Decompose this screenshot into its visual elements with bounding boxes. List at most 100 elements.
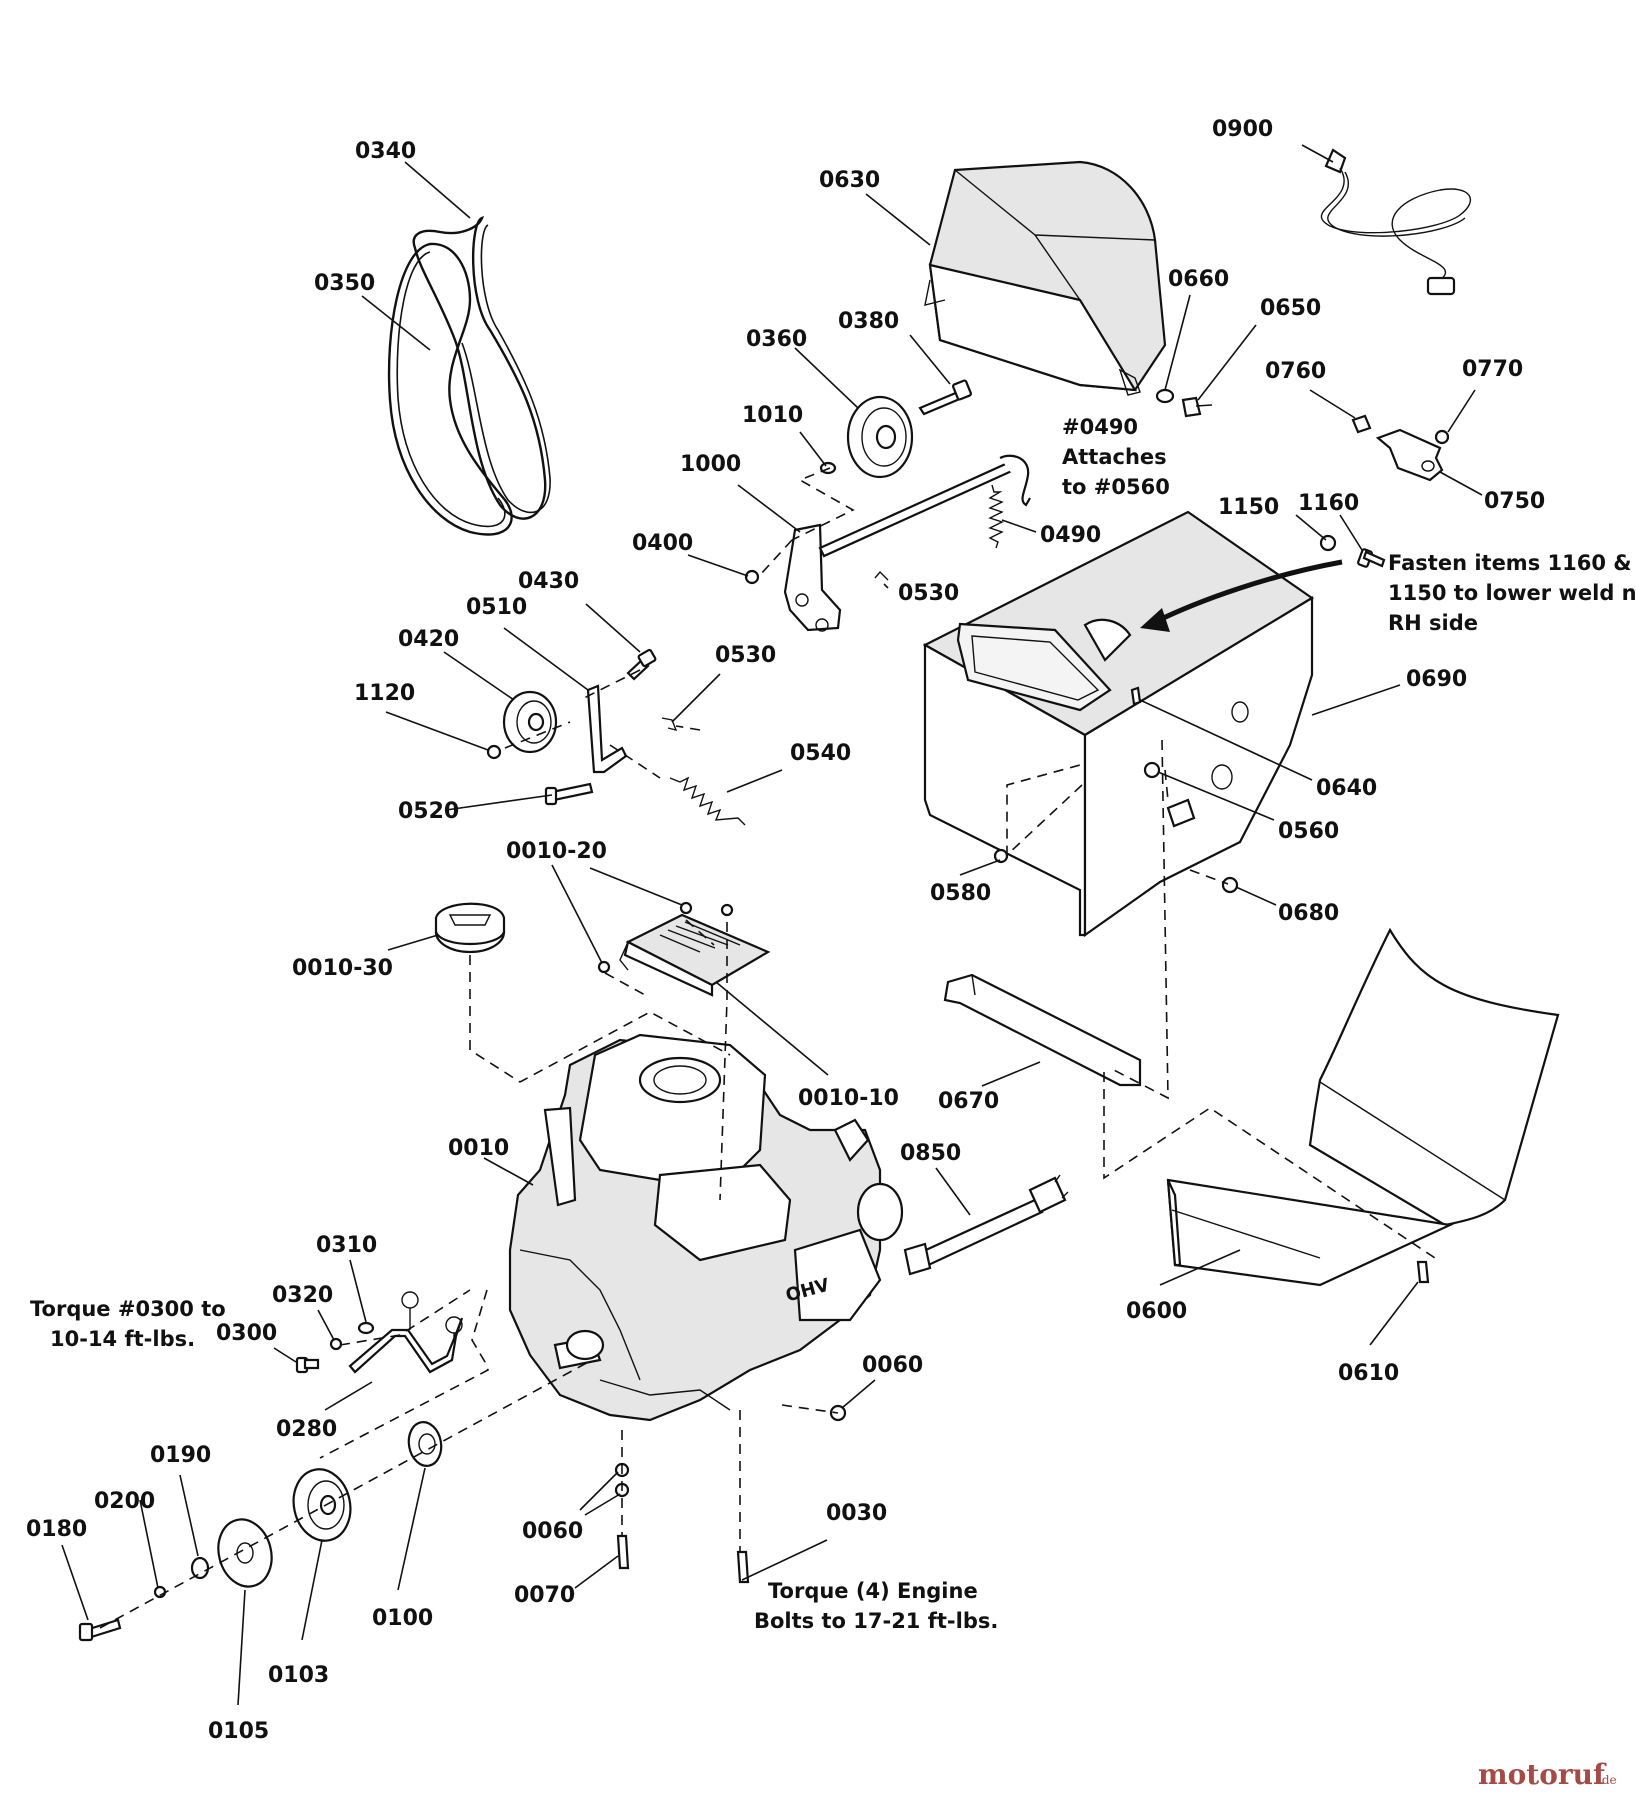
fasten-arrow bbox=[1140, 559, 1343, 632]
svg-text:RH side: RH side bbox=[1388, 611, 1478, 635]
idler-pulley-0420 bbox=[502, 690, 558, 754]
callout-0430: 0430 bbox=[518, 569, 579, 594]
nut-1120 bbox=[486, 744, 502, 760]
assembly-lines bbox=[99, 467, 1436, 1629]
shoulder-bolt-0380 bbox=[918, 379, 972, 416]
svg-text:10-14 ft-lbs.: 10-14 ft-lbs. bbox=[50, 1327, 195, 1351]
pulley-0103 bbox=[292, 1468, 352, 1542]
callout-0060-lower: 0060 bbox=[522, 1519, 583, 1544]
callout-0520: 0520 bbox=[398, 799, 459, 824]
callout-0030: 0030 bbox=[826, 1501, 887, 1526]
screw-0010-20b bbox=[720, 903, 734, 917]
washer-0190 bbox=[190, 1556, 210, 1580]
callout-0060-upper: 0060 bbox=[862, 1353, 923, 1378]
callout-0350: 0350 bbox=[314, 271, 375, 296]
leader-lines bbox=[61, 144, 1483, 1706]
callout-0850: 0850 bbox=[900, 1141, 961, 1166]
bolt-0650 bbox=[1181, 396, 1213, 418]
engine-0010: OHV bbox=[508, 1033, 904, 1422]
callout-0900: 0900 bbox=[1212, 117, 1273, 142]
svg-text:Fasten items 1160 &: Fasten items 1160 & bbox=[1388, 551, 1632, 575]
callout-0770: 0770 bbox=[1462, 357, 1523, 382]
callout-0540: 0540 bbox=[790, 741, 851, 766]
spring-0540 bbox=[669, 776, 746, 826]
bolt-0030 bbox=[736, 1550, 750, 1584]
callout-0560: 0560 bbox=[1278, 819, 1339, 844]
callout-0010: 0010 bbox=[448, 1136, 509, 1161]
idler-bracket-0510 bbox=[586, 684, 628, 774]
frame-0690 bbox=[922, 510, 1315, 938]
callout-0280: 0280 bbox=[276, 1417, 337, 1442]
callout-0103: 0103 bbox=[268, 1663, 329, 1688]
callout-0300: 0300 bbox=[216, 1321, 277, 1346]
svg-text:Torque #0300 to: Torque #0300 to bbox=[30, 1297, 226, 1321]
callout-0340: 0340 bbox=[355, 139, 416, 164]
washer-0660 bbox=[1155, 388, 1175, 404]
washer-0310 bbox=[357, 1321, 375, 1335]
callout-0200: 0200 bbox=[94, 1489, 155, 1514]
callout-0380: 0380 bbox=[838, 309, 899, 334]
pin-0530a bbox=[874, 570, 889, 581]
note-torque-0300: Torque #0300 to 10-14 ft-lbs. bbox=[30, 1297, 226, 1351]
note-fasten: Fasten items 1160 & 1150 to lower weld n… bbox=[1388, 551, 1636, 635]
shoulder-bolt-0520 bbox=[544, 782, 594, 806]
callout-0680: 0680 bbox=[1278, 901, 1339, 926]
callout-0600: 0600 bbox=[1126, 1299, 1187, 1324]
callout-1010: 1010 bbox=[742, 403, 803, 428]
nut-0580 bbox=[993, 848, 1009, 864]
nut-0400 bbox=[744, 569, 760, 585]
callout-0320: 0320 bbox=[272, 1283, 333, 1308]
callout-0660: 0660 bbox=[1168, 267, 1229, 292]
callout-0640: 0640 bbox=[1316, 776, 1377, 801]
bracket-0280 bbox=[348, 1291, 464, 1374]
pulley-0105 bbox=[217, 1518, 273, 1588]
callout-0420: 0420 bbox=[398, 627, 459, 652]
callout-0650: 0650 bbox=[1260, 296, 1321, 321]
callout-0190: 0190 bbox=[150, 1443, 211, 1468]
bolt-0760 bbox=[1351, 414, 1372, 434]
bolt-0680 bbox=[1221, 876, 1239, 894]
bolt-1160 bbox=[1357, 548, 1386, 568]
fuel-cap-0010-30 bbox=[434, 902, 506, 954]
screw-0610 bbox=[1416, 1260, 1430, 1284]
bolt-0070 bbox=[616, 1534, 630, 1570]
callout-0530-upper: 0530 bbox=[898, 581, 959, 606]
shield-0600 bbox=[1166, 927, 1560, 1287]
callout-1160: 1160 bbox=[1298, 491, 1359, 516]
callout-0530-lower: 0530 bbox=[715, 643, 776, 668]
callout-1000: 1000 bbox=[680, 452, 741, 477]
belt-0350 bbox=[387, 242, 513, 536]
callout-0010-20: 0010-20 bbox=[506, 839, 607, 864]
svg-text:to #0560: to #0560 bbox=[1062, 475, 1170, 499]
heat-shield-0010-10 bbox=[619, 913, 771, 997]
belt-0340 bbox=[412, 216, 551, 520]
callout-0670: 0670 bbox=[938, 1089, 999, 1114]
note-torque-engine: Torque (4) Engine Bolts to 17-21 ft-lbs. bbox=[754, 1579, 998, 1633]
nut-0770 bbox=[1434, 429, 1450, 445]
callout-0310: 0310 bbox=[316, 1233, 377, 1258]
svg-text:1150 to lower weld nut: 1150 to lower weld nut bbox=[1388, 581, 1636, 605]
callout-0750: 0750 bbox=[1484, 489, 1545, 514]
callout-0105: 0105 bbox=[208, 1719, 269, 1744]
callout-0760: 0760 bbox=[1265, 359, 1326, 384]
callout-0100: 0100 bbox=[372, 1606, 433, 1631]
callout-0400: 0400 bbox=[632, 531, 693, 556]
cord-0900 bbox=[1321, 148, 1472, 296]
nut-0320 bbox=[329, 1337, 343, 1351]
idler-arm-1000 bbox=[783, 454, 1031, 632]
bolt-0300 bbox=[295, 1356, 320, 1374]
svg-text:#0490: #0490 bbox=[1062, 415, 1138, 439]
callout-0070: 0070 bbox=[514, 1583, 575, 1608]
plate-0750 bbox=[1375, 428, 1444, 482]
pin-0530b bbox=[661, 717, 678, 732]
bolt-0560 bbox=[1143, 761, 1161, 779]
svg-text:Bolts to 17-21 ft-lbs.: Bolts to 17-21 ft-lbs. bbox=[754, 1609, 998, 1633]
idler-pulley-0360 bbox=[846, 395, 914, 479]
callout-0580: 0580 bbox=[930, 881, 991, 906]
callout-1150: 1150 bbox=[1218, 495, 1279, 520]
callout-0490: 0490 bbox=[1040, 523, 1101, 548]
shaft-extension-0850 bbox=[903, 1174, 1069, 1276]
callout-0630: 0630 bbox=[819, 168, 880, 193]
callout-0010-30: 0010-30 bbox=[292, 956, 393, 981]
